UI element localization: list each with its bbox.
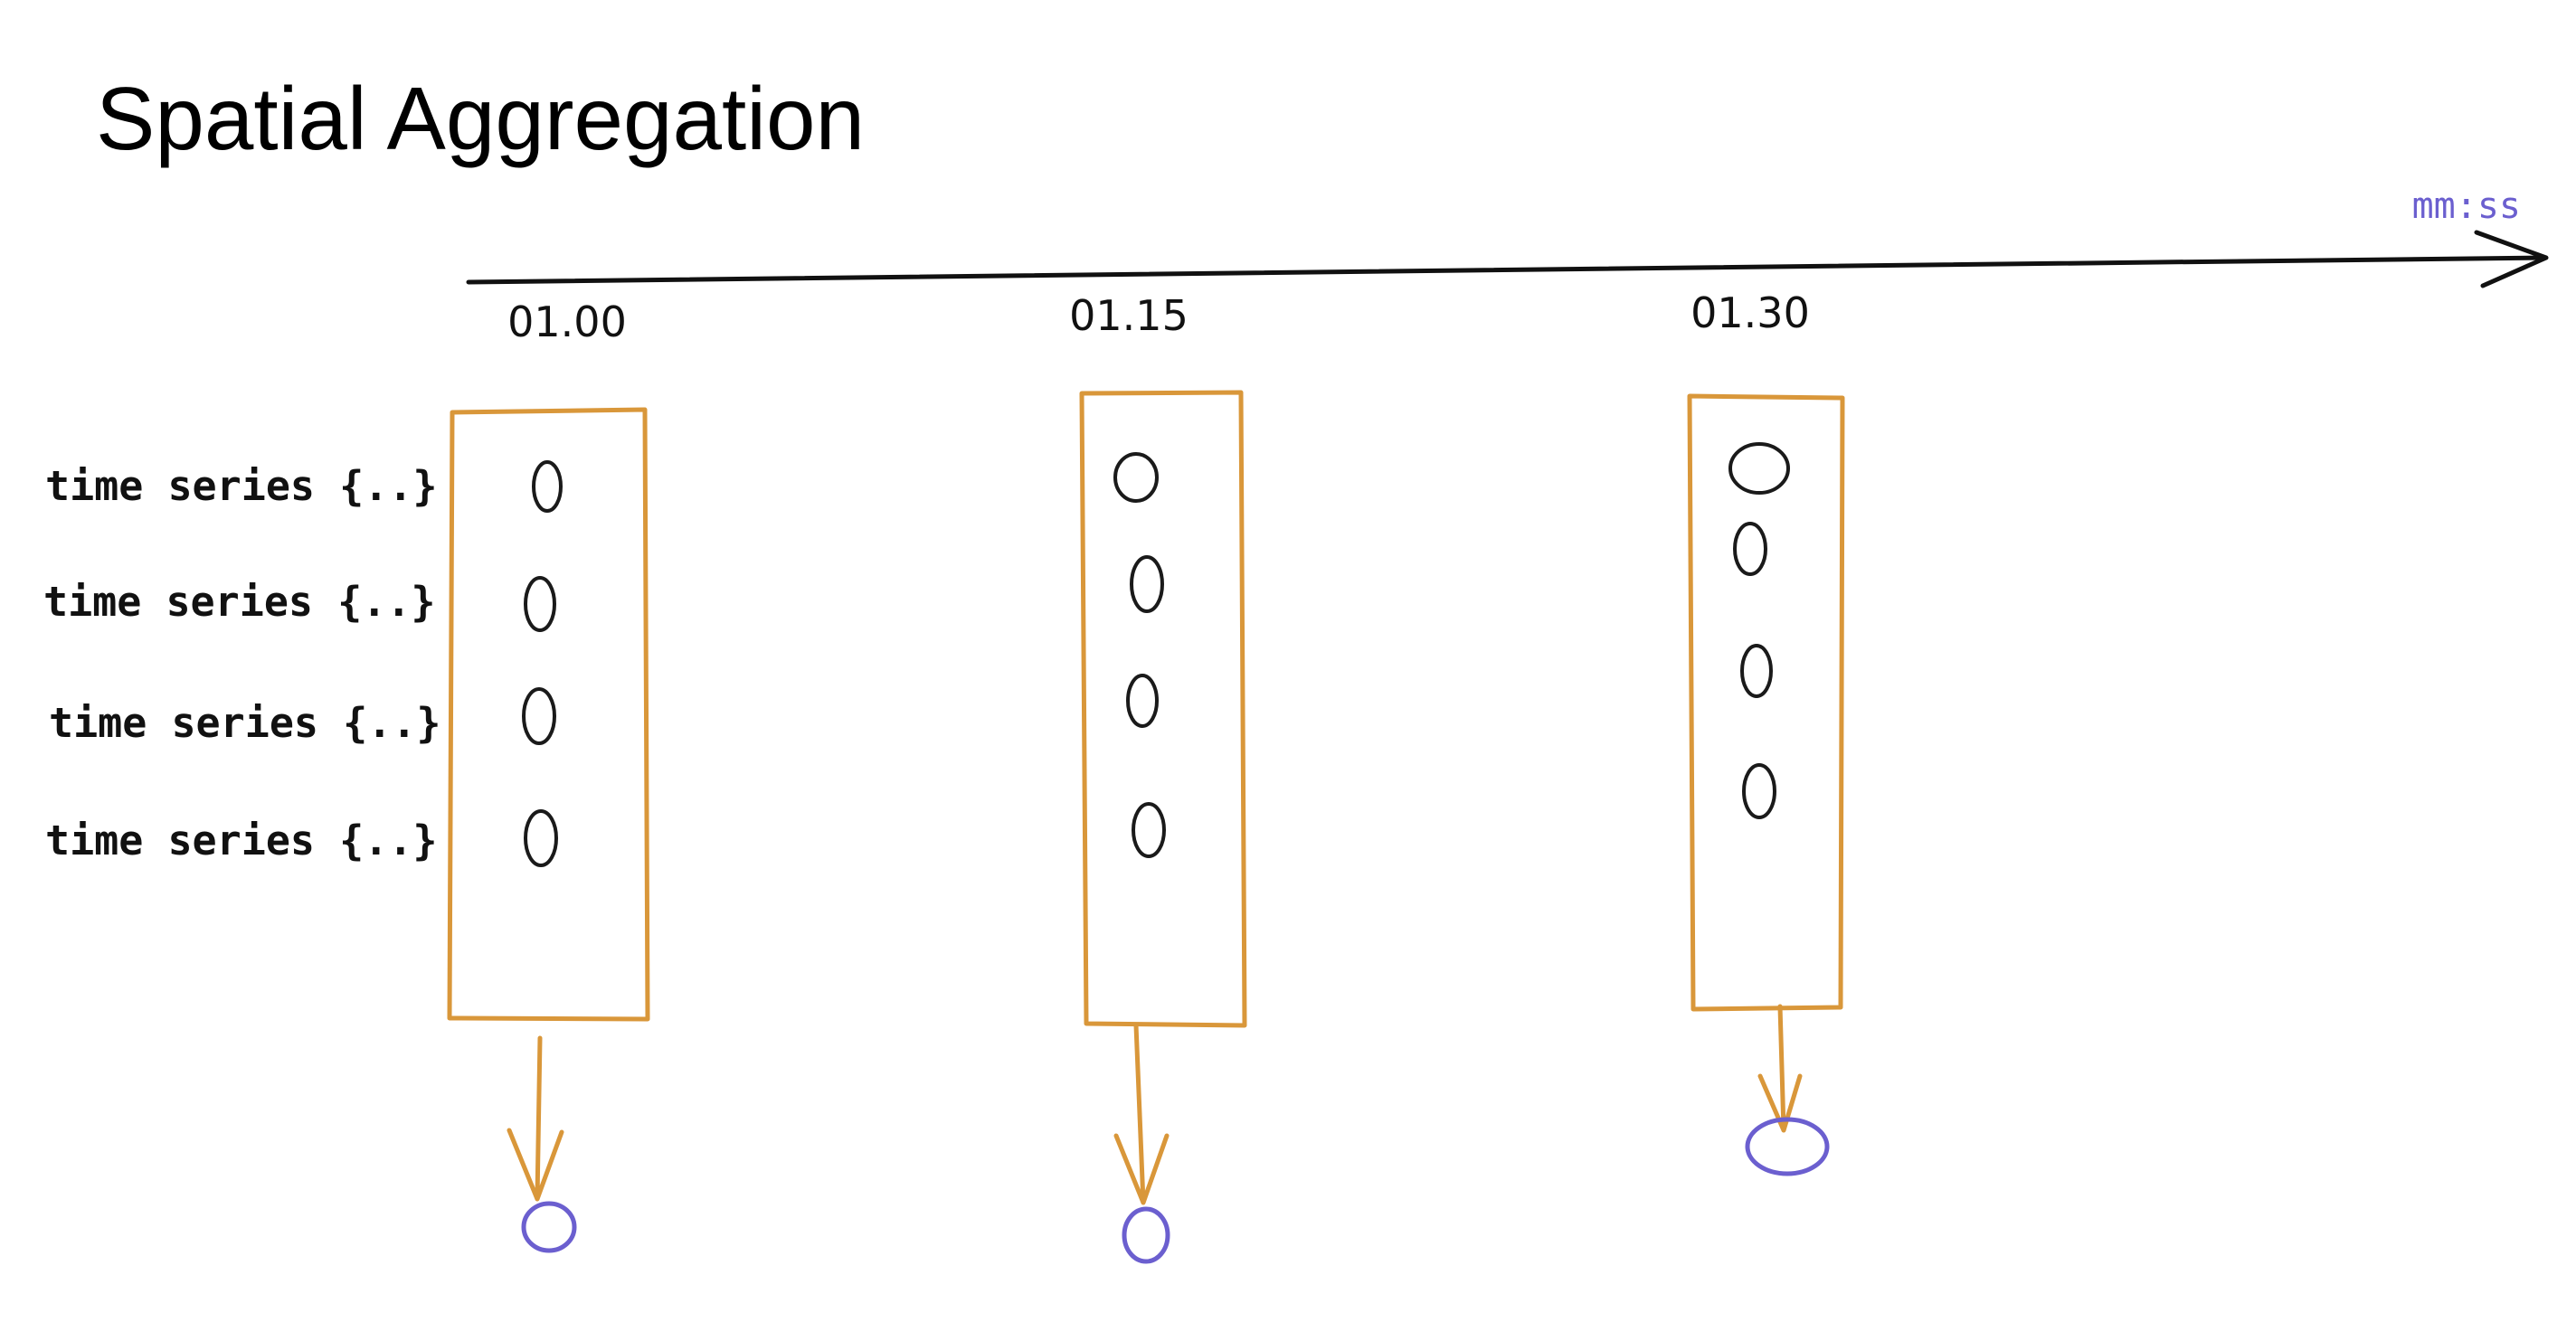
time-axis-arrowhead — [2474, 230, 2549, 288]
sample-point — [1740, 644, 1773, 698]
sample-point — [1113, 452, 1159, 503]
time-slot: 01.15 — [1069, 291, 1247, 1264]
sample-point — [1742, 763, 1776, 819]
sample-point — [1130, 555, 1164, 613]
time-slot: 01.30 — [1687, 288, 1845, 1176]
aggregation-arrow — [1113, 1023, 1170, 1205]
time-slot-label: 01.00 — [507, 297, 627, 346]
sample-point — [524, 809, 558, 867]
aggregation-window-box — [1687, 393, 1845, 1012]
aggregate-point — [1745, 1117, 1830, 1176]
sample-point — [1132, 802, 1166, 858]
series-label: time series {..} — [49, 699, 440, 747]
series-label: time series {..} — [43, 578, 435, 626]
series-labels: time series {..} time series {..} time s… — [43, 462, 440, 864]
time-axis-line — [466, 255, 2546, 285]
aggregate-point — [1122, 1206, 1170, 1264]
slide-title: Spatial Aggregation — [96, 69, 865, 168]
aggregation-arrow — [1757, 1004, 1803, 1133]
sample-point — [1733, 522, 1767, 576]
series-label: time series {..} — [45, 462, 437, 510]
time-slot-label: 01.15 — [1069, 291, 1189, 340]
sample-point — [1728, 442, 1790, 495]
aggregate-point — [521, 1201, 577, 1253]
sample-point — [532, 460, 563, 513]
aggregation-window-box — [1079, 390, 1247, 1028]
time-slot: 01.00 — [447, 297, 650, 1253]
time-axis: mm:ss — [466, 185, 2549, 288]
sample-point — [522, 687, 556, 745]
time-axis-unit-label: mm:ss — [2412, 185, 2521, 227]
time-slot-label: 01.30 — [1690, 288, 1810, 337]
aggregation-window-box — [447, 407, 650, 1022]
sample-point — [524, 576, 556, 632]
aggregation-arrow — [507, 1035, 564, 1202]
series-label: time series {..} — [45, 817, 437, 864]
sample-point — [1126, 674, 1159, 728]
